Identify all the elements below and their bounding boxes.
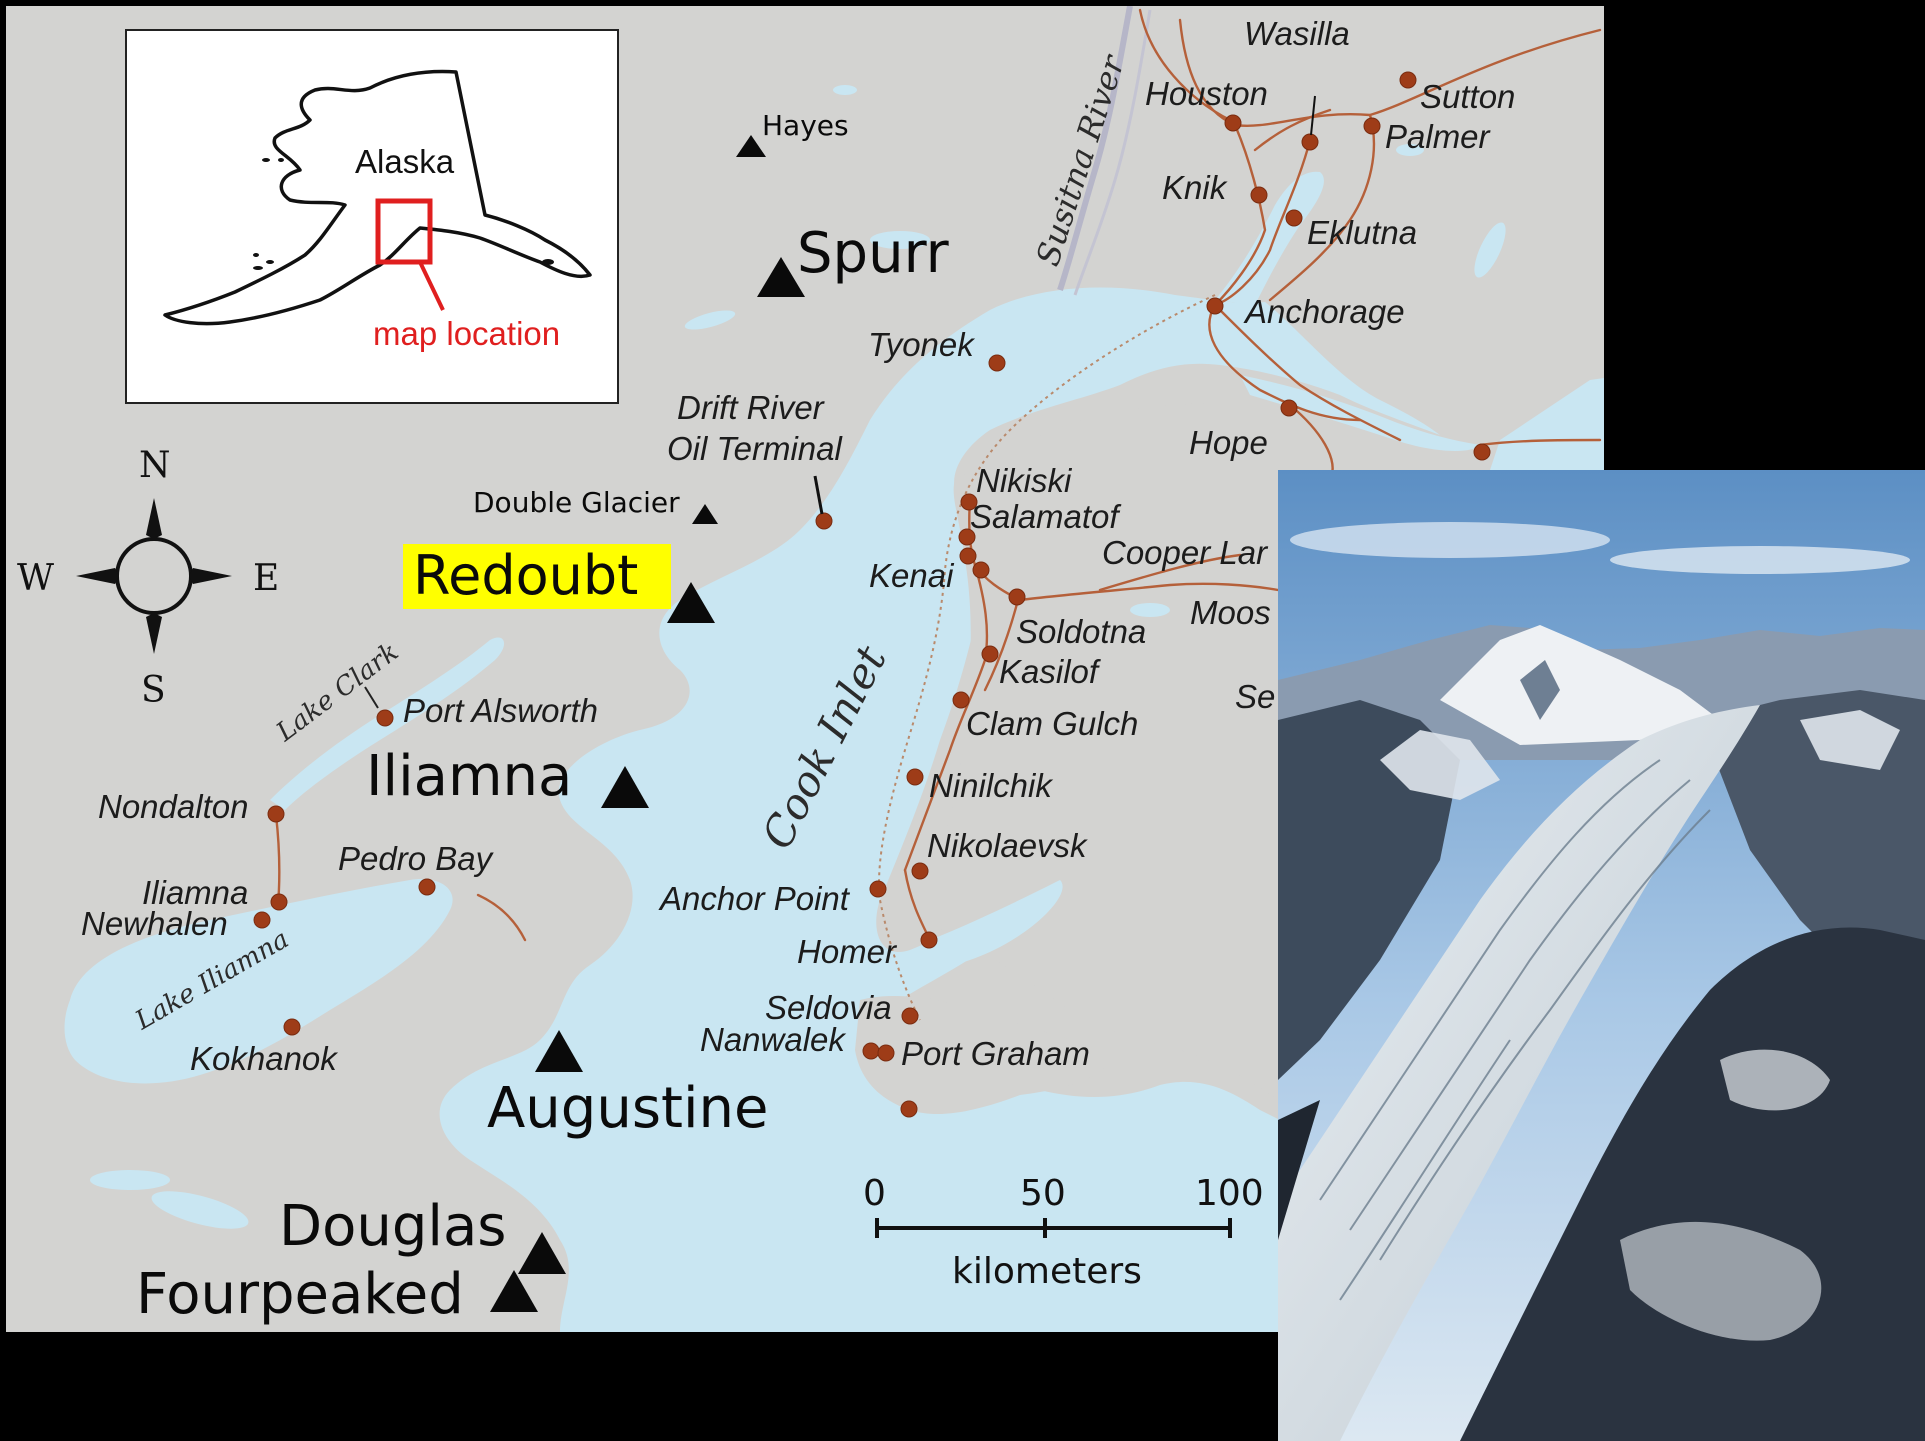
town-label-clam-gulch: Clam Gulch [966, 705, 1138, 742]
wasilla-leader [1310, 95, 1316, 136]
scale-unit: kilometers [952, 1251, 1142, 1292]
volcano-triangle-fourpeaked [490, 1270, 538, 1312]
volcano-label-spurr: Spurr [797, 221, 950, 286]
town-label-salamatof: Salamatof [970, 498, 1122, 535]
inset-alaska-label: Alaska [355, 143, 455, 180]
town-label-palmer: Palmer [1385, 118, 1492, 155]
town-label-nikolaevsk: Nikolaevsk [927, 827, 1088, 864]
scale-bar: 0 50 100 kilometers [863, 1173, 1264, 1292]
town-label-port-alsworth: Port Alsworth [403, 692, 598, 729]
town-label-homer: Homer [797, 933, 898, 970]
kachemak-bay-water [930, 880, 1063, 970]
lake-clark-leader [364, 686, 379, 709]
volcano-triangle-augustine [535, 1030, 583, 1072]
volcano-label-iliamna: Iliamna [366, 744, 572, 809]
town-label-tyonek: Tyonek [868, 326, 975, 363]
town-label-moose-pass: Moos [1190, 594, 1271, 631]
town-label-anchor-point: Anchor Point [658, 880, 851, 917]
town-label-kasilof: Kasilof [999, 653, 1102, 690]
town-label-nikiski: Nikiski [976, 462, 1073, 499]
town-label-nondalton: Nondalton [98, 788, 248, 825]
town-label-port-graham: Port Graham [901, 1035, 1090, 1072]
dotted-route [878, 294, 1216, 1021]
lake-iliamna [64, 879, 453, 1084]
town-label-kenai: Kenai [869, 557, 955, 594]
scale-tick-0: 0 [863, 1173, 886, 1214]
right-black-band [1604, 0, 1925, 470]
aleutian-islands [253, 158, 554, 270]
town-label-sutton: Sutton [1420, 78, 1515, 115]
road-network [274, 8, 1602, 942]
volcano-label-hayes: Hayes [762, 109, 849, 142]
volcano-label-fourpeaked: Fourpeaked [136, 1262, 464, 1327]
town-label-houston: Houston [1145, 75, 1268, 112]
volcano-markers [490, 135, 805, 1312]
town-label-soldotna: Soldotna [1016, 613, 1146, 650]
aerial-photo [1278, 470, 1925, 1441]
town-label-knik: Knik [1162, 169, 1228, 206]
town-label-newhalen: Newhalen [81, 905, 228, 942]
town-label-oil-terminal: Oil Terminal [667, 430, 843, 467]
town-label-eklutna: Eklutna [1307, 214, 1417, 251]
town-label-cooper-landing: Cooper Lar [1102, 534, 1269, 571]
town-label-kokhanok: Kokhanok [190, 1040, 338, 1077]
volcano-triangle-spurr [757, 257, 805, 297]
volcano-label-augustine: Augustine [487, 1076, 768, 1141]
town-dots [253, 71, 1491, 1118]
alaska-outline [163, 69, 592, 326]
inset-frame [125, 29, 619, 404]
redoubt-highlight [403, 544, 671, 609]
inset-map-location-label: map location [373, 315, 560, 352]
volcano-triangle-douglas [518, 1232, 566, 1274]
town-label-drift-river: Drift River [677, 389, 826, 426]
volcano-label-double-glacier: Double Glacier [473, 486, 680, 519]
town-label-hope: Hope [1189, 424, 1268, 461]
town-label-seward: Se [1235, 678, 1275, 715]
volcano-triangle-double-glacier [692, 504, 718, 524]
drift-river-leader [813, 475, 824, 515]
compass-e: E [253, 558, 279, 599]
scale-tick-100: 100 [1195, 1173, 1264, 1214]
town-label-nanwalek: Nanwalek [700, 1021, 846, 1058]
town-label-anchorage: Anchorage [1243, 293, 1405, 330]
volcano-label-redoubt: Redoubt [413, 544, 638, 607]
cook-inlet-water [439, 287, 1440, 1332]
susitna-river [1057, 6, 1133, 291]
town-labels: Wasilla Houston Sutton Palmer Knik Eklut… [81, 15, 1515, 1077]
turnagain-arm-water [1240, 375, 1480, 452]
compass-n: N [139, 445, 171, 486]
volcano-label-douglas: Douglas [279, 1194, 506, 1259]
inset-map: Alaska map location [125, 29, 619, 404]
locator-pointer [418, 261, 445, 311]
town-label-iliamna: Iliamna [142, 874, 248, 911]
compass-w: W [17, 558, 54, 599]
town-label-seldovia: Seldovia [765, 989, 892, 1026]
small-lakes [90, 85, 1506, 1235]
prince-william-sound-water [1490, 378, 1604, 470]
locator-box [375, 198, 433, 265]
town-label-pedro-bay: Pedro Bay [338, 840, 495, 877]
compass-s: S [141, 670, 166, 711]
scale-tick-50: 50 [1020, 1173, 1066, 1214]
volcano-triangle-iliamna [601, 766, 649, 808]
town-label-wasilla: Wasilla [1244, 15, 1350, 52]
compass-rose: N S E W [17, 445, 279, 711]
volcano-triangle-hayes [736, 135, 766, 157]
south-kenai-tip [855, 995, 1110, 1115]
town-label-ninilchik: Ninilchik [929, 767, 1053, 804]
volcano-triangle-redoubt [667, 582, 715, 623]
